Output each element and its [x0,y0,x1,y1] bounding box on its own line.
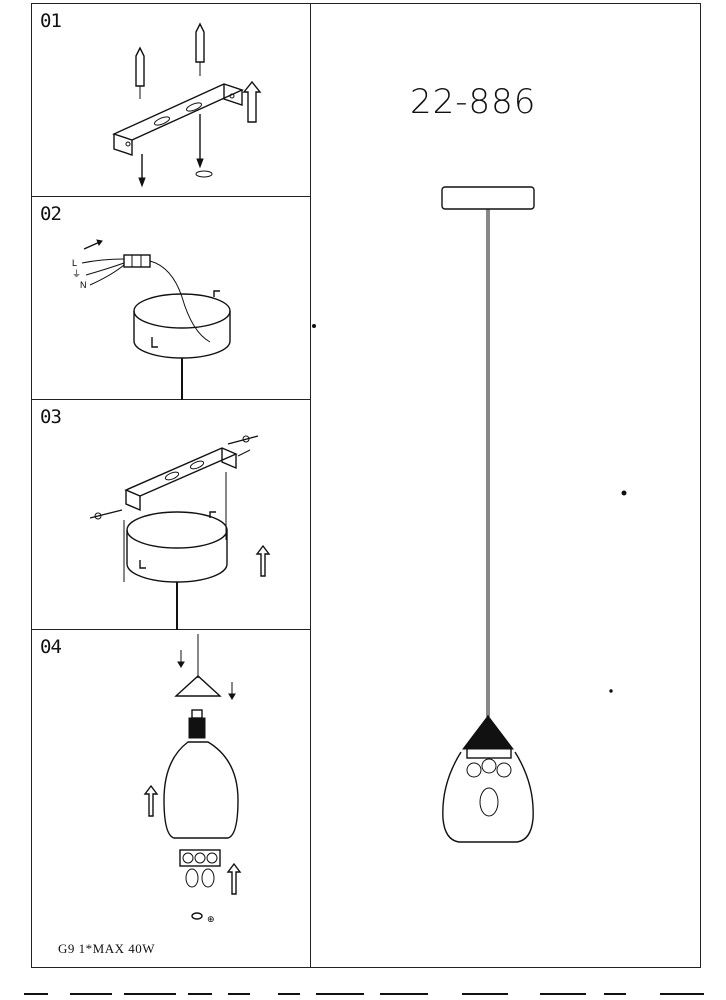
fixing-symbol: ⊕ [207,915,215,925]
footer-rule [24,993,704,995]
neutral-wire-label: N [80,280,87,290]
glass-shade-icon [163,741,239,839]
canopy-ring-icon [126,511,228,583]
step-02: 02 L ⏚ N [32,197,310,400]
ceiling-canopy-icon [441,186,535,210]
crystal-cluster-icon [179,849,221,888]
cone-cap-icon [174,675,222,697]
instruction-sheet: 01 [31,3,701,968]
wiring-diagram: L ⏚ N [72,239,231,400]
step-number: 03 [40,406,62,428]
terminal-block-icon [123,254,151,268]
step-number: 04 [40,636,62,658]
bulb-holder-icon [188,709,206,739]
live-wire-label: L [72,258,77,268]
shade-assembly-diagram: ⊕ [143,634,242,925]
canopy-ring-icon [133,290,231,359]
arrow-up-icon [242,80,262,123]
bracket-icon [112,83,244,156]
glass-shade-icon [442,751,534,843]
arrow-up-icon [143,784,242,895]
bracket-icon [124,447,238,512]
canopy-assembly-diagram [89,435,271,630]
arrow-up-icon [255,544,271,577]
step-number: 01 [40,10,62,32]
screw-icon [138,114,213,188]
step-03: 03 [32,400,310,630]
wall-anchor-icon [135,22,205,99]
screw-icon [89,435,259,520]
bulb-spec: G9 1*MAX 40W [58,941,155,956]
arrow-down-icon [177,650,236,700]
step-01: 01 [32,4,310,197]
step-04: 04 [32,630,310,969]
crystal-cluster-icon [466,747,512,817]
pendant-lamp-illustration [312,186,627,843]
screw-cap-icon: ⊕ [191,912,215,925]
step-number: 02 [40,203,62,225]
shade-cap-icon [461,715,515,750]
assembly-steps-column: 01 [32,4,311,967]
mounting-bracket-diagram [112,22,262,188]
earth-wire-label: ⏚ [72,269,81,280]
model-number: 22-886 [410,82,537,122]
